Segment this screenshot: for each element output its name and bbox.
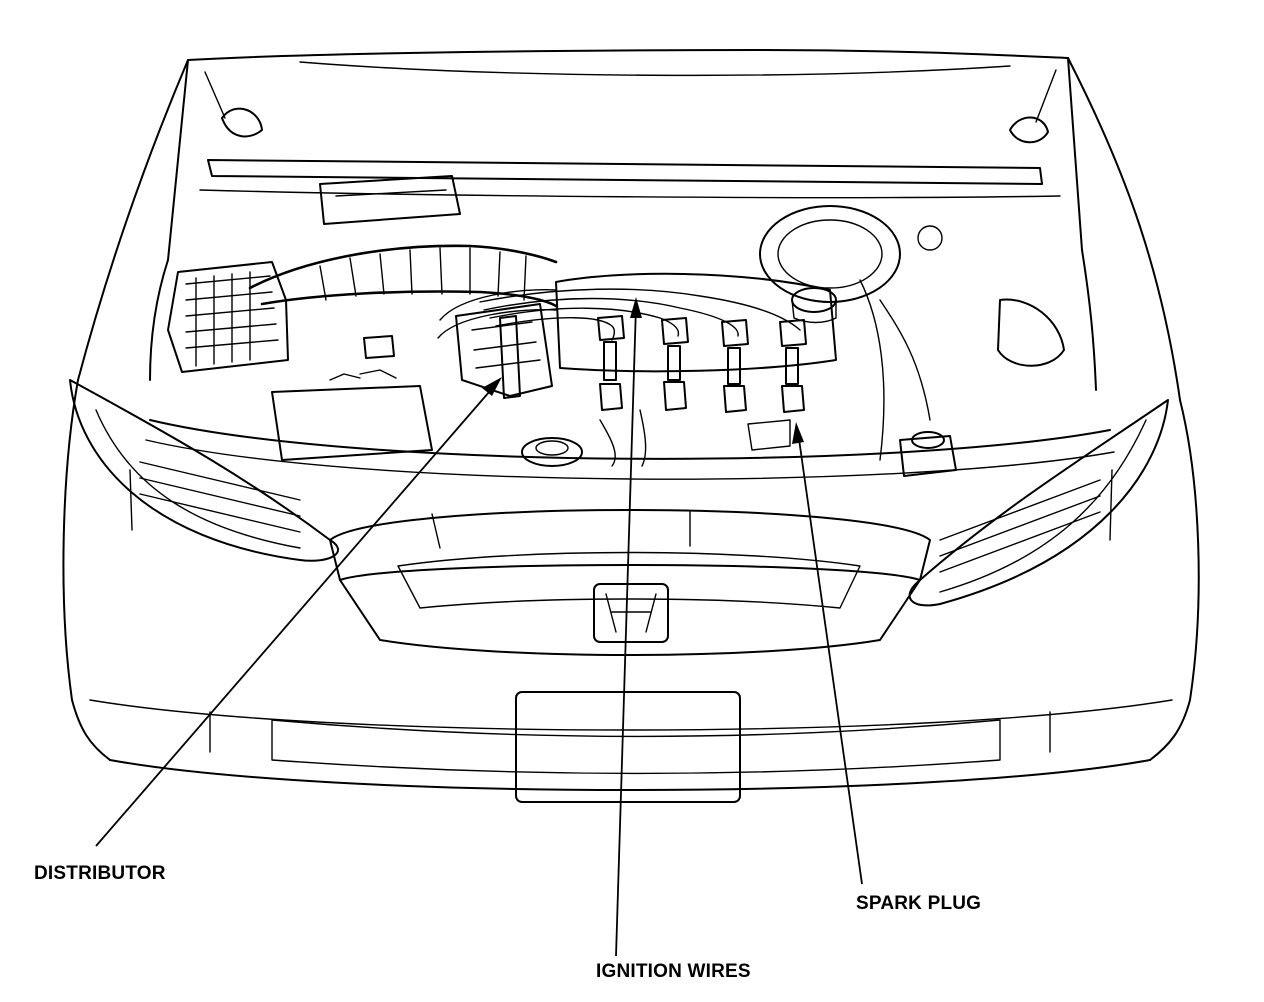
intake-duct xyxy=(248,244,558,308)
car-body xyxy=(62,57,1200,791)
radiator-cap xyxy=(521,437,583,467)
headlight-right xyxy=(908,399,1169,607)
spark-plug-boots xyxy=(597,315,807,413)
leader-spark-plug xyxy=(792,422,863,885)
brake-booster xyxy=(759,205,943,303)
reservoir-tank xyxy=(319,175,461,225)
grille xyxy=(329,509,931,656)
air-cleaner-box xyxy=(167,261,289,373)
honda-badge xyxy=(593,583,669,643)
distributor-label: DISTRIBUTOR xyxy=(34,863,166,884)
spark-plug-label: SPARK PLUG xyxy=(856,893,982,914)
right-side-components xyxy=(859,279,1065,477)
license-plate xyxy=(515,691,741,803)
distributor-body xyxy=(455,303,553,399)
radiator-support xyxy=(145,409,1115,480)
hood xyxy=(167,49,1083,261)
battery xyxy=(271,335,433,461)
oil-cap xyxy=(791,287,837,324)
cowl xyxy=(199,159,1061,199)
ignition-wires-label: IGNITION WIRES xyxy=(596,961,751,982)
leader-distributor xyxy=(95,377,502,847)
leader-ignition-wires xyxy=(615,297,642,957)
ignition-wire-bundle xyxy=(479,288,801,341)
headlight-left xyxy=(69,379,339,562)
